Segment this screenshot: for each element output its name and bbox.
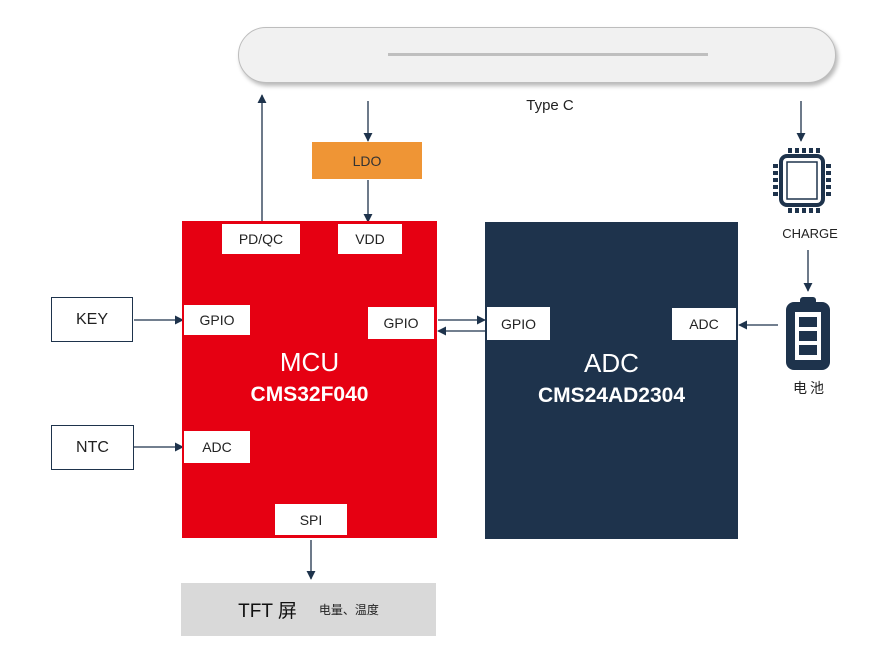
ldo-block: LDO <box>312 142 422 179</box>
mcu-pin-gpio-left-label: GPIO <box>199 312 235 328</box>
mcu-pin-gpio-left: GPIO <box>184 305 250 335</box>
mcu-pin-vdd-label: VDD <box>355 231 385 247</box>
tft-label: TFT 屏 <box>238 601 297 622</box>
mcu-pin-gpio-right-label: GPIO <box>383 315 419 331</box>
mcu-pin-pdqc: PD/QC <box>222 224 300 254</box>
key-input-block: KEY <box>51 297 133 342</box>
typec-slot <box>388 53 708 56</box>
ldo-label: LDO <box>352 152 382 169</box>
charge-label: CHARGE <box>782 226 838 241</box>
key-label: KEY <box>75 310 108 328</box>
adc-pin-gpio: GPIO <box>487 307 550 340</box>
mcu-block: PD/QC VDD GPIO GPIO MCU CMS32F040 ADC SP… <box>182 221 437 538</box>
adc-pin-gpio-label: GPIO <box>500 315 536 332</box>
mcu-pin-vdd: VDD <box>338 224 402 254</box>
mcu-part-number: CMS32F040 <box>250 383 369 406</box>
adc-name: ADC <box>584 348 639 378</box>
battery-label: 电池 <box>793 380 827 396</box>
mcu-pin-adc-label: ADC <box>202 439 232 455</box>
typec-label: Type C <box>526 97 574 114</box>
adc-part-number: CMS24AD2304 <box>537 384 686 407</box>
mcu-pin-spi-label: SPI <box>299 511 323 528</box>
mcu-pin-spi: SPI <box>275 504 347 535</box>
adc-pin-adc: ADC <box>672 308 736 340</box>
adc-pin-adc-label: ADC <box>689 316 719 332</box>
chip-icon <box>773 148 831 213</box>
mcu-pin-pdqc-label: PD/QC <box>238 231 284 247</box>
adc-block: GPIO ADC ADC CMS24AD2304 <box>485 222 738 539</box>
battery-icon <box>786 297 830 370</box>
tft-screen-block: TFT 屏 电量、温度 <box>181 583 436 636</box>
tft-sublabel: 电量、温度 <box>318 603 379 617</box>
mcu-name: MCU <box>279 347 340 377</box>
ntc-label: NTC <box>76 438 109 456</box>
ntc-input-block: NTC <box>51 425 134 470</box>
mcu-pin-gpio-right: GPIO <box>368 307 434 339</box>
mcu-pin-adc: ADC <box>184 431 250 463</box>
